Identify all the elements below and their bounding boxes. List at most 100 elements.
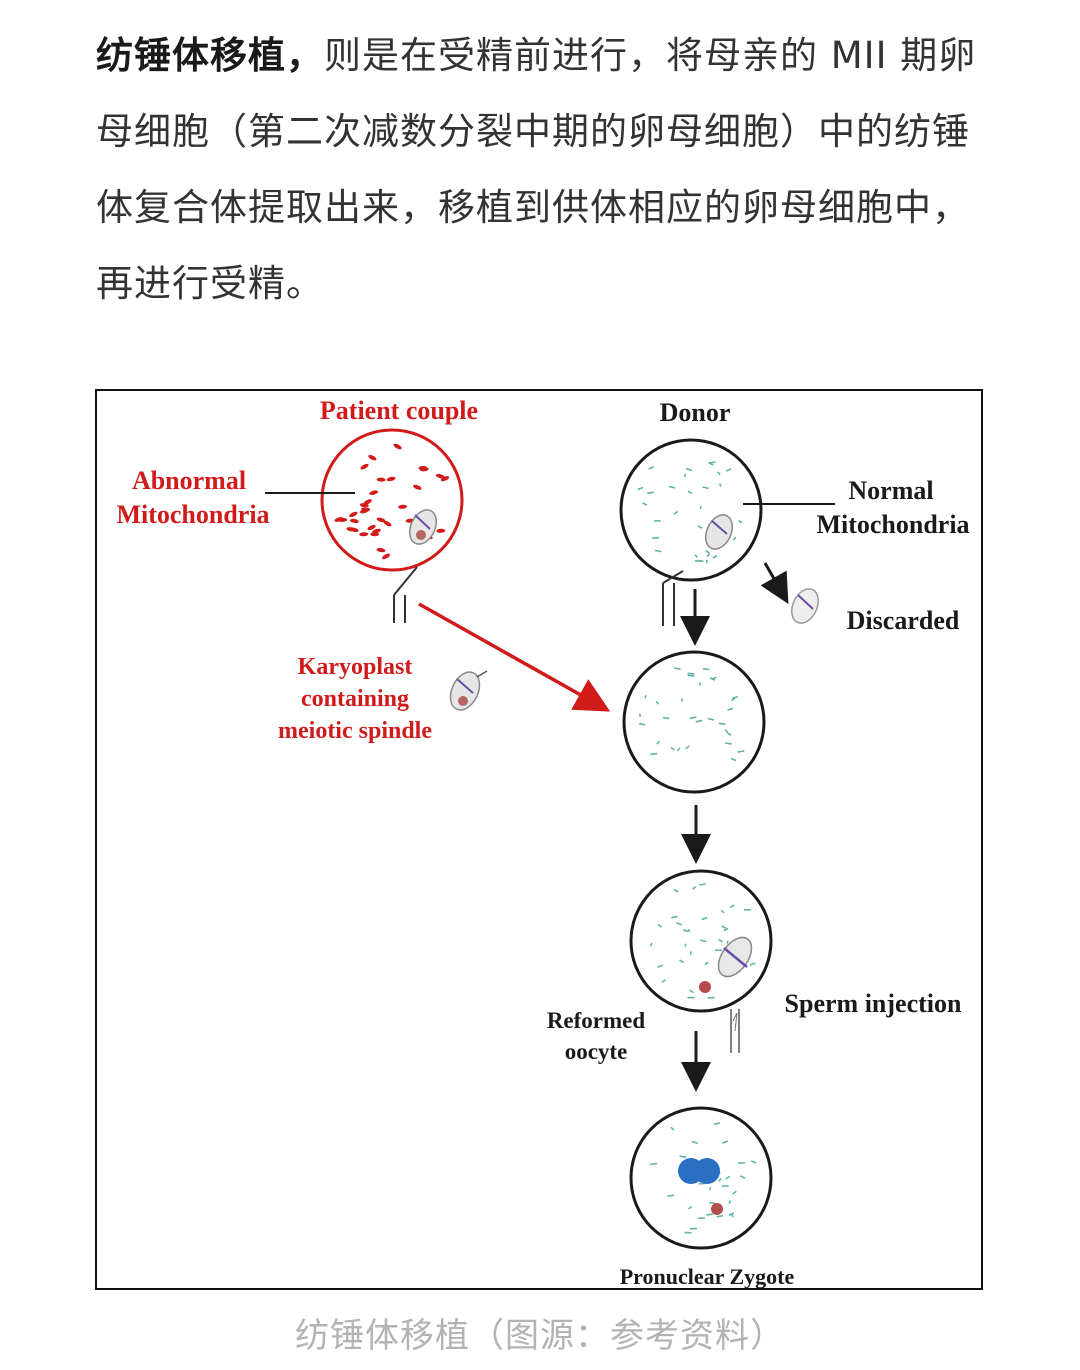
abnormal-mitochondrion xyxy=(376,517,386,523)
normal-mitochondrion xyxy=(685,467,693,472)
reformed-oocyte xyxy=(629,869,773,1053)
normal-mitochondrion xyxy=(673,510,678,515)
normal-mitochondrion xyxy=(699,883,706,886)
normal-mitochondrion xyxy=(698,682,702,686)
patient-oocyte xyxy=(320,428,464,623)
normal-mitochondrion xyxy=(644,695,647,699)
enucleated-donor-oocyte xyxy=(622,650,766,794)
normal-mitochondrion xyxy=(706,553,711,558)
normal-mitochondrion xyxy=(661,979,666,983)
normal-mitochondrion xyxy=(730,1213,734,1218)
normal-mitochondrion xyxy=(749,962,756,966)
normal-mitochondrion xyxy=(726,731,732,736)
abnormal-mitochondrion xyxy=(418,466,428,471)
paragraph-body: 则是在受精前进行，将母亲的 MII 期卵母细胞（第二次减数分裂中期的卵母细胞）中… xyxy=(96,34,977,305)
normal-mitochondrion xyxy=(730,757,737,762)
normal-mitochondrion xyxy=(738,519,743,524)
donor-oocyte xyxy=(619,438,763,626)
abnormal-mitochondrion xyxy=(376,477,386,482)
karyoplast-label-line3: meiotic spindle xyxy=(278,718,432,744)
normal-mitochondrion xyxy=(647,491,654,495)
normal-mitochondrion xyxy=(731,695,739,700)
normal-mitochondrion xyxy=(657,964,663,968)
normal-mitochondrion xyxy=(702,667,710,671)
reformed-label-line2: oocyte xyxy=(565,1039,628,1064)
abnormal-mitochondrion xyxy=(370,532,380,537)
abnormal-mitochondrion xyxy=(363,499,372,505)
normal-mitochondrion xyxy=(687,674,695,677)
normal-mitochondrion xyxy=(679,1155,687,1159)
normal-mitochondrion xyxy=(702,486,709,490)
karyoplast-label-line2: containing xyxy=(301,686,409,712)
normal-mitochondrion xyxy=(667,1194,675,1198)
normal-mitochondrion xyxy=(687,928,691,933)
normal-mitochondrion xyxy=(696,559,704,563)
spindle-transfer-diagram: Patient couple Abnormal Mitochondria Kar… xyxy=(95,389,983,1290)
normal-mitochondrion xyxy=(670,1126,675,1131)
normal-mitochondrion xyxy=(695,719,703,723)
normal-mitochondrion xyxy=(649,942,653,947)
normal-mitochondrion xyxy=(729,904,735,909)
normal-mitochondrion xyxy=(697,525,703,529)
abnormal-label-line2: Mitochondria xyxy=(116,500,269,529)
normal-mitochondrion xyxy=(671,915,678,919)
normal-mitochondrion xyxy=(687,672,695,675)
normal-mitochondrion xyxy=(750,1160,757,1164)
normal-mitochondrion xyxy=(723,927,729,932)
normal-mitochondrion xyxy=(732,536,737,541)
abnormal-mitochondrion xyxy=(382,553,391,560)
normal-mitochondrion xyxy=(708,461,716,464)
abnormal-mitochondrion xyxy=(359,503,369,508)
abnormal-mitochondrion xyxy=(436,528,446,533)
abnormal-mitochondrion xyxy=(440,476,450,482)
normal-mitochondrion xyxy=(648,466,655,470)
normal-mitochondrion xyxy=(676,922,683,926)
reformed-label-line1: Reformed xyxy=(547,1008,646,1033)
normal-mitochondrion xyxy=(683,473,687,478)
normal-mitochondrion xyxy=(685,745,690,750)
normal-mitochondrion xyxy=(639,722,646,726)
discarded-label: Discarded xyxy=(847,606,960,635)
karyoplast-label-line1: Karyoplast xyxy=(298,654,413,680)
normal-mitochondrion xyxy=(721,925,727,930)
normal-mitochondrion xyxy=(642,502,648,506)
normal-label-line2: Mitochondria xyxy=(816,510,969,539)
normal-mitochondrion xyxy=(709,677,716,681)
normal-mitochondrion xyxy=(700,939,707,943)
normal-mitochondrion xyxy=(668,485,676,489)
normal-mitochondrion xyxy=(657,923,663,928)
normal-mitochondrion xyxy=(689,716,697,720)
donor-label: Donor xyxy=(660,398,731,427)
intro-paragraph: 纺锤体移植，则是在受精前进行，将母亲的 MII 期卵母细胞（第二次减数分裂中期的… xyxy=(96,18,996,322)
abnormal-mitochondrion xyxy=(367,524,376,531)
normal-mitochondrion xyxy=(707,717,715,721)
abnormal-mitochondrion xyxy=(369,490,379,495)
normal-mitochondrion xyxy=(662,716,670,720)
abnormal-mitochondrion xyxy=(349,511,358,518)
normal-mitochondrion xyxy=(673,888,679,893)
patient-couple-label: Patient couple xyxy=(320,396,478,425)
zygote-label: Pronuclear Zygote xyxy=(620,1264,795,1288)
normal-mitochondrion xyxy=(732,1190,737,1195)
abnormal-mitochondrion xyxy=(398,504,408,509)
abnormal-mitochondrion xyxy=(359,508,369,514)
normal-mitochondrion xyxy=(718,722,726,725)
normal-mitochondrion xyxy=(691,1140,698,1144)
normal-mitochondrion xyxy=(694,554,698,558)
normal-mitochondrion xyxy=(726,940,729,944)
discarded-spindle-icon xyxy=(790,588,820,624)
normal-mitochondrion xyxy=(687,490,693,495)
abnormal-mitochondrion xyxy=(349,527,359,533)
normal-mitochondrion xyxy=(692,885,697,890)
abnormal-mitochondrion xyxy=(386,476,396,482)
normal-mitochondrion xyxy=(720,909,725,914)
abnormal-mitochondrion xyxy=(376,547,386,553)
normal-mitochondrion xyxy=(670,746,676,751)
normal-mitochondrion xyxy=(676,747,681,752)
abnormal-mitochondrion xyxy=(368,454,377,461)
discard-arrow xyxy=(760,562,789,605)
karyoplast-transfer-arrow xyxy=(418,602,611,712)
figure-caption: 纺锤体移植（图源：参考资料） xyxy=(295,1316,785,1356)
sperm-injection-label: Sperm injection xyxy=(785,989,962,1018)
normal-mitochondrion xyxy=(706,1213,714,1216)
